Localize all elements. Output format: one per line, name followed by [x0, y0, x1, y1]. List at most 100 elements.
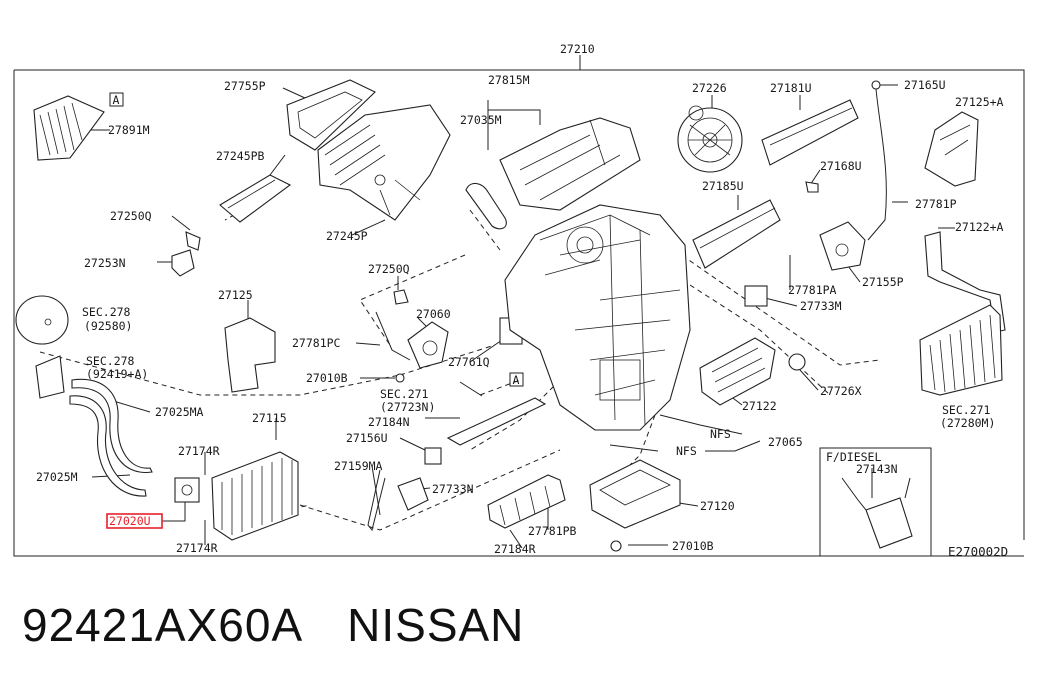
section-ref[interactable]: SEC.278: [86, 354, 135, 368]
screw-010b-b-drawing: [610, 540, 622, 552]
part-label[interactable]: 27253N: [84, 256, 126, 270]
parts-diagram: A A 27210 27755P 27815M 27226 27181U 271…: [13, 42, 1025, 559]
heater-core-280m-drawing: [919, 304, 1003, 396]
part-label[interactable]: 27755P: [224, 79, 266, 93]
part-label[interactable]: 27025MA: [155, 405, 204, 419]
part-label[interactable]: 27010B: [672, 539, 714, 553]
part-labels: 27210 27755P 27815M 27226 27181U 27165U …: [36, 42, 1008, 559]
part-label[interactable]: 27035M: [460, 113, 502, 127]
part-number: 92421AX60A: [22, 599, 304, 651]
actuator-155p-drawing: [819, 221, 866, 271]
diagram-frame: [13, 55, 1025, 557]
part-label[interactable]: 27781PC: [292, 336, 341, 350]
highlight-box: [106, 513, 163, 529]
bracket-q-drawing: [185, 231, 201, 251]
part-label[interactable]: 27010B: [306, 371, 348, 385]
section-ref[interactable]: SEC.271: [942, 403, 991, 417]
part-label[interactable]: 27168U: [820, 159, 862, 173]
part-label[interactable]: 27174R: [176, 541, 218, 555]
sensor-wire-drawing: [375, 311, 411, 361]
part-label[interactable]: 27122: [742, 399, 777, 413]
part-label[interactable]: 27733M: [800, 299, 842, 313]
actuator-733n-drawing: [397, 477, 429, 511]
part-label[interactable]: 27159MA: [334, 459, 383, 473]
part-label[interactable]: 27184R: [494, 542, 536, 556]
sec278-drum-drawing: [15, 295, 69, 345]
part-label[interactable]: 27250Q: [368, 262, 410, 276]
part-label[interactable]: 27250Q: [110, 209, 152, 223]
part-label[interactable]: 27761Q: [448, 355, 490, 369]
part-label[interactable]: 27891M: [108, 123, 150, 137]
part-label[interactable]: 27781PA: [788, 283, 837, 297]
part-label[interactable]: 27165U: [904, 78, 946, 92]
motor-726x-drawing: [788, 353, 806, 371]
part-label[interactable]: 27155P: [862, 275, 904, 289]
part-label[interactable]: 27184N: [368, 415, 410, 429]
part-label[interactable]: 27174R: [178, 444, 220, 458]
part-label-highlighted[interactable]: 27020U: [109, 514, 151, 528]
marker-a-2: A: [509, 372, 524, 387]
duct-125a-drawing: [924, 111, 979, 187]
part-label[interactable]: 27122+A: [955, 220, 1004, 234]
duct-184r-drawing: [487, 474, 566, 529]
blower-motor-drawing: [677, 105, 743, 173]
actuator-27060-drawing: [407, 321, 449, 369]
nfs-label: NFS: [710, 427, 731, 441]
part-label[interactable]: 27156U: [346, 431, 388, 445]
section-ref[interactable]: SEC.278: [82, 305, 131, 319]
harness-159ma-drawing: [367, 469, 386, 532]
part-label[interactable]: 27185U: [702, 179, 744, 193]
seal-184n-drawing: [446, 397, 547, 446]
part-label[interactable]: 27226: [692, 81, 727, 95]
valve-020u-drawing: [174, 477, 200, 503]
part-label[interactable]: 27781PB: [528, 524, 577, 538]
clip-168u-drawing: [805, 181, 819, 193]
part-label[interactable]: 27143N: [856, 462, 898, 476]
main-unit-drawing: [504, 204, 691, 431]
part-label[interactable]: 27115: [252, 411, 287, 425]
section-ref[interactable]: SEC.271: [380, 387, 429, 401]
part-label[interactable]: 27815M: [488, 73, 530, 87]
part-label[interactable]: 27726X: [820, 384, 862, 398]
part-label[interactable]: 27125: [218, 288, 253, 302]
screw-010b-a-drawing: [395, 373, 405, 383]
part-label[interactable]: 27125+A: [955, 95, 1004, 109]
part-label[interactable]: 27245P: [326, 229, 368, 243]
actuator-733m-drawing: [744, 285, 768, 307]
section-ref[interactable]: (27280M): [940, 416, 995, 430]
marker-a-label: A: [113, 93, 120, 107]
part-label[interactable]: 27245PB: [216, 149, 265, 163]
upper-housing-drawing: [499, 117, 641, 211]
seal-loop-drawing: [465, 182, 507, 230]
bracket-n-drawing: [171, 249, 195, 277]
part-label[interactable]: 27060: [416, 307, 451, 321]
part-label[interactable]: 27025M: [36, 470, 78, 484]
filter-27122-drawing: [699, 337, 776, 406]
pipe-27125-drawing: [224, 317, 276, 393]
intake-housing-drawing: [317, 104, 451, 221]
filter-bar-185u-drawing: [692, 199, 781, 269]
section-ref[interactable]: (92580): [84, 319, 132, 333]
section-ref[interactable]: (27723N): [380, 400, 435, 414]
section-ref[interactable]: (92419+A): [86, 367, 148, 381]
nfs-label: NFS: [676, 444, 697, 458]
caption: 92421AX60A NISSAN: [22, 598, 568, 652]
part-label[interactable]: 27733N: [432, 482, 474, 496]
tool-sec271-drawing: [459, 381, 483, 397]
brand-name: NISSAN: [347, 599, 525, 651]
part-label[interactable]: 27210: [560, 42, 595, 56]
heater-core-115-drawing: [211, 451, 299, 541]
marker-a-label: A: [513, 373, 520, 387]
part-label[interactable]: 27181U: [770, 81, 812, 95]
lower-case-120-drawing: [589, 459, 681, 529]
diesel-resistor-drawing: [841, 477, 913, 549]
actuator-156u-drawing: [424, 447, 442, 465]
part-label[interactable]: 27120: [700, 499, 735, 513]
inset-title: F/DIESEL: [826, 450, 881, 464]
diagram-code: E270002D: [948, 544, 1008, 559]
marker-a-1: A: [109, 92, 124, 107]
part-label[interactable]: 27781P: [915, 197, 957, 211]
part-label[interactable]: 27065: [768, 435, 803, 449]
filter-cover-drawing: [286, 79, 376, 151]
cabin-filter-drawing: [33, 95, 105, 161]
